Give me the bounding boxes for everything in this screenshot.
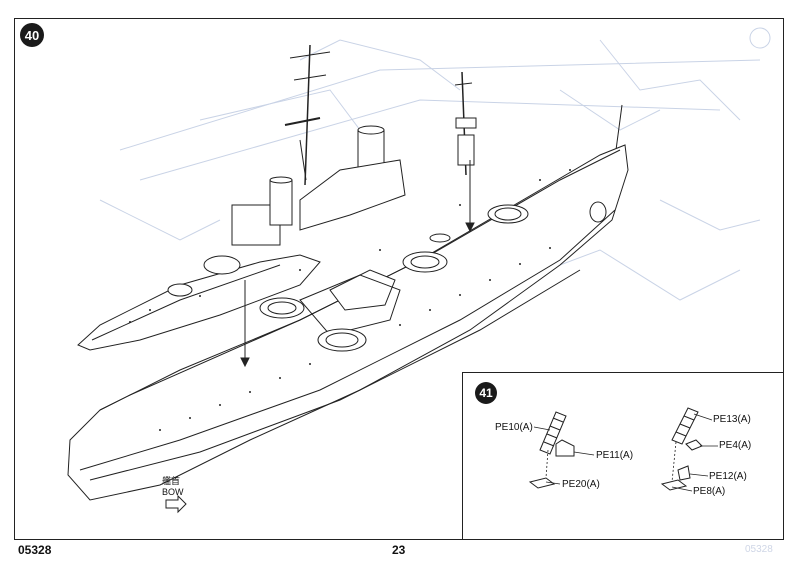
midship-superstructure — [299, 159, 406, 231]
part-label-pe12: PE12(A) — [709, 471, 747, 482]
inset-panel — [462, 372, 784, 540]
part-label-pe8: PE8(A) — [693, 486, 726, 497]
bow-label: 艦首 BOW — [162, 474, 184, 497]
bracket-part-pe11 — [555, 439, 575, 457]
page-frame — [14, 18, 784, 540]
bow-label-cjk: 艦首 — [162, 476, 181, 486]
lower-turret-d — [487, 204, 529, 224]
bleed-through-code: 05328 — [745, 544, 773, 555]
bow-label-text: BOW — [162, 487, 184, 497]
step-number-badge: 40 — [20, 23, 44, 47]
part-label-pe13: PE13(A) — [713, 414, 751, 425]
product-code: 05328 — [18, 543, 52, 557]
part-label-pe11: PE11(A) — [596, 450, 634, 461]
part-label-pe4: PE4(A) — [719, 440, 752, 451]
ladder-part-pe10 — [539, 411, 567, 455]
upper-turret-a — [203, 255, 241, 275]
part-label-pe20: PE20(A) — [562, 479, 600, 490]
deck-house — [329, 269, 396, 311]
lower-hull-belt — [89, 269, 581, 481]
bracket-part-pe12 — [677, 465, 691, 481]
bracket-part-pe4 — [685, 439, 703, 451]
upper-turret-b — [167, 283, 193, 297]
part-label-pe10: PE10(A) — [495, 422, 533, 433]
upper-hull — [77, 254, 321, 351]
ladder-part-pe13 — [671, 407, 699, 445]
page-number: 23 — [392, 543, 406, 557]
lower-waterline — [79, 209, 616, 471]
deck-detail-marks — [129, 169, 571, 431]
lower-turret-c — [402, 251, 448, 273]
inset-step-number-badge: 41 — [475, 382, 497, 404]
lower-turret-a — [259, 297, 305, 319]
lower-turret-b — [317, 328, 367, 352]
bow-arrow-icon — [165, 494, 187, 514]
inset-leader-lines — [533, 413, 718, 492]
upper-deck-line — [91, 264, 281, 341]
base-part-pe20 — [528, 477, 556, 489]
base-part-pe8 — [660, 479, 688, 491]
deck-recess — [299, 274, 401, 336]
